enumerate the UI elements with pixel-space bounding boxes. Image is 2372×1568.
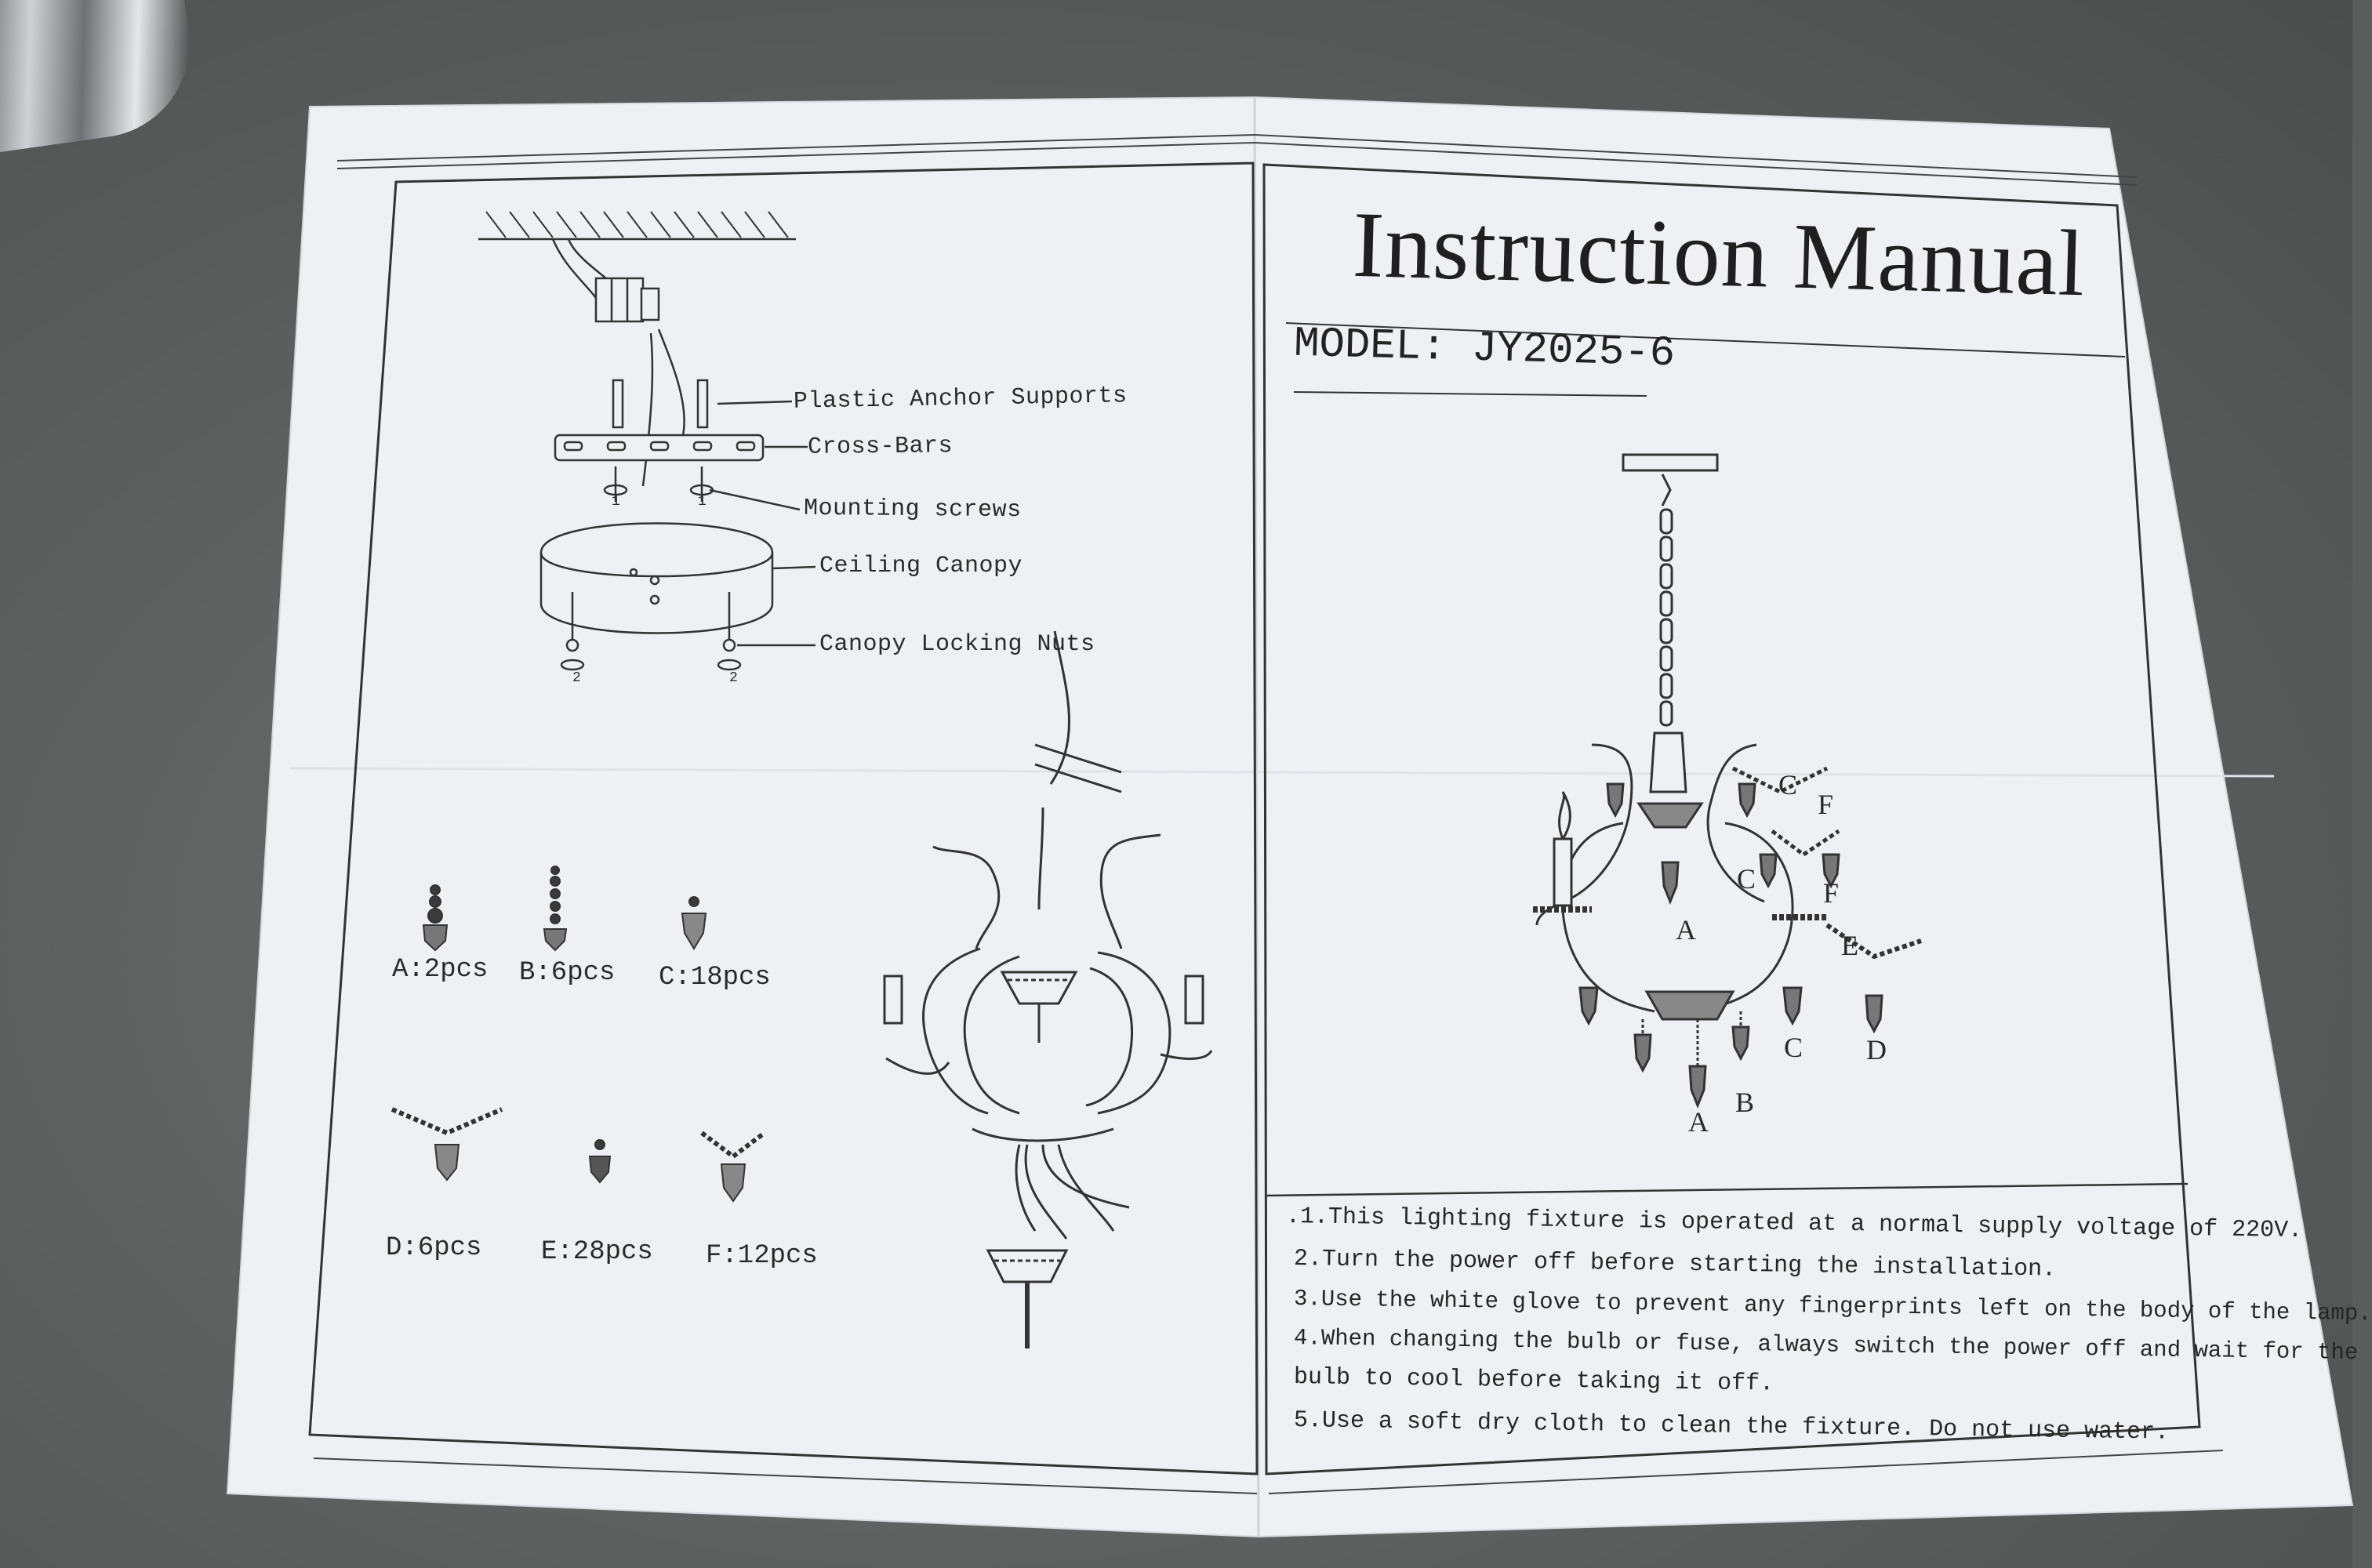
part-a-count: A:2pcs <box>392 955 489 985</box>
screw-mark: 1 <box>698 494 707 510</box>
screw-mark: 1 <box>612 494 620 510</box>
label-cross-bars: Cross-Bars <box>807 433 954 461</box>
part-c-count: C:18pcs <box>659 963 771 993</box>
fixture-letter: F <box>1823 877 1840 909</box>
part-f-count: F:12pcs <box>706 1241 818 1271</box>
fixture-letter: F <box>1818 789 1834 820</box>
fixture-letter: C <box>1778 769 1798 800</box>
part-d-count: D:6pcs <box>386 1233 482 1263</box>
fixture-letter: C <box>1737 863 1756 895</box>
part-e-count: E:28pcs <box>541 1237 653 1267</box>
fixture-letter: A <box>1688 1106 1709 1138</box>
part-b-count: B:6pcs <box>519 958 616 988</box>
manual-title: Instruction Manual <box>1351 191 2087 316</box>
fixture-letter: D <box>1866 1034 1887 1065</box>
fixture-letter: E <box>1841 930 1858 961</box>
screw-mark: 2 <box>572 670 581 686</box>
label-ceiling-canopy: Ceiling Canopy <box>819 553 1023 579</box>
model-number: MODEL: JY2025-6 <box>1293 320 1676 379</box>
fixture-letter: B <box>1735 1087 1755 1118</box>
label-canopy-locking-nuts: Canopy Locking Nuts <box>819 631 1095 658</box>
fixture-letter: A <box>1676 914 1696 946</box>
fixture-letter: C <box>1784 1032 1804 1063</box>
screw-mark: 2 <box>729 670 738 686</box>
label-mounting-screws: Mounting screws <box>803 495 1022 524</box>
